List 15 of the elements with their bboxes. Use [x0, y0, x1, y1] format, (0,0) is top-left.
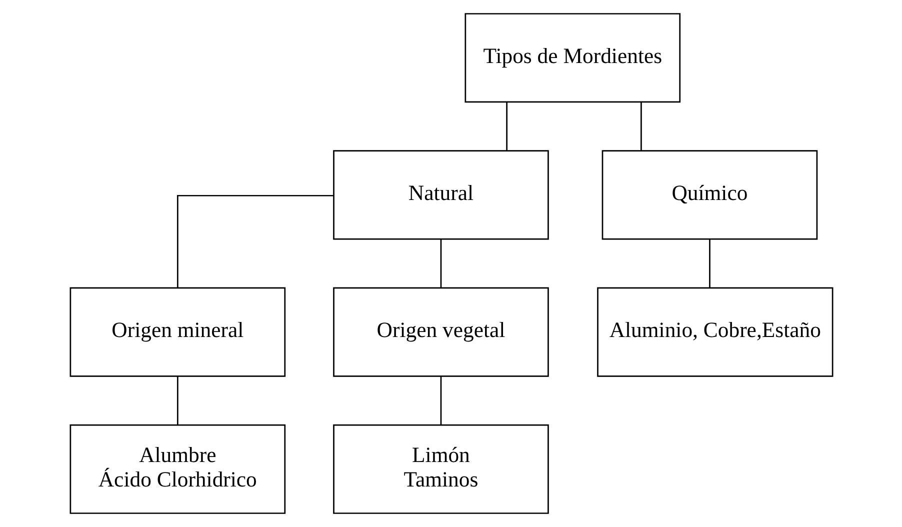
connector [708, 239, 710, 288]
node-box: Alumbre Ácido Clorhidrico [69, 424, 286, 514]
connector [176, 376, 178, 425]
node-box: Aluminio, Cobre,Estaño [596, 287, 833, 377]
node-box: Tipos de Mordientes [464, 13, 680, 103]
connector [640, 102, 642, 150]
node-box: Natural [332, 150, 548, 240]
connector [440, 376, 442, 425]
node-box: Limón Taminos [332, 424, 548, 514]
connector [440, 239, 442, 288]
node-box: Químico [601, 150, 818, 240]
node-box: Origen vegetal [332, 287, 548, 377]
connector [506, 102, 507, 150]
connector [176, 194, 333, 288]
node-box: Origen mineral [69, 287, 286, 377]
